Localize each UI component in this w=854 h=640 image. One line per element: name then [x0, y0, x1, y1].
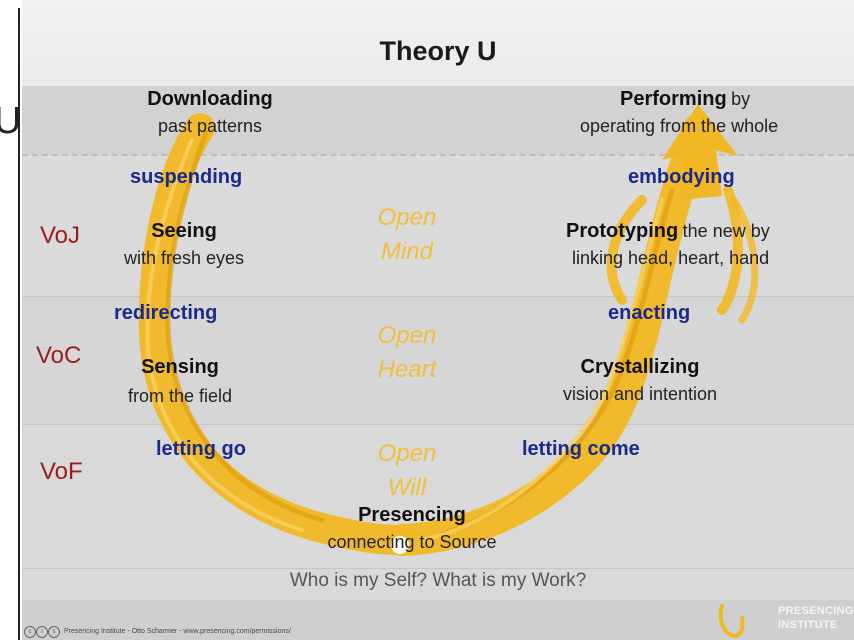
- transition-enacting: enacting: [608, 302, 691, 324]
- transition-letting-come: letting come: [522, 438, 640, 460]
- dashed-divider: [22, 154, 854, 156]
- stage-presencing-title: Presencing: [358, 504, 466, 526]
- stage-prototyping-title: Prototyping: [566, 220, 679, 242]
- stage-prototyping-subtitle: linking head, heart, hand: [572, 248, 770, 268]
- stage-seeing-subtitle: with fresh eyes: [123, 248, 245, 268]
- band-divider-2: [22, 424, 854, 425]
- attribution-icon: i: [36, 626, 48, 638]
- left-margin: [0, 0, 22, 640]
- voice-of-fear: VoF: [40, 458, 83, 485]
- stage-downloading-subtitle: past patterns: [157, 116, 263, 136]
- stage-performing-subtitle: operating from the whole: [580, 116, 779, 136]
- left-divider: [18, 8, 20, 640]
- title-band: [22, 0, 854, 86]
- footer-bar: [22, 600, 854, 640]
- voice-of-judgment: VoJ: [40, 222, 81, 249]
- stage-performing-title: Performing: [620, 88, 727, 110]
- transition-redirecting: redirecting: [114, 302, 218, 324]
- stage-downloading-title: Downloading: [147, 88, 273, 110]
- stage-sensing-subtitle: from the field: [127, 386, 233, 406]
- transition-letting-go: letting go: [156, 438, 246, 460]
- open-mind-line2: Mind: [380, 238, 434, 265]
- stage-performing: Performing by: [620, 88, 750, 111]
- stage-presencing-subtitle: connecting to Source: [327, 532, 497, 552]
- question-line: Who is my Self? What is my Work?: [289, 570, 587, 591]
- stage-prototyping: Prototyping the new by: [566, 220, 770, 243]
- open-will-line2: Will: [387, 474, 427, 501]
- stage-sensing-title: Sensing: [141, 356, 219, 378]
- stage-seeing-title: Seeing: [151, 220, 217, 242]
- stage-crystallizing-subtitle: vision and intention: [562, 384, 718, 404]
- cc-icon: c: [24, 626, 36, 638]
- stage-prototyping-title-rest: the new by: [682, 221, 770, 241]
- noncommercial-icon: s: [48, 626, 60, 638]
- slide-title: Theory U: [379, 36, 497, 66]
- band-divider-3: [22, 568, 854, 569]
- transition-embodying: embodying: [628, 166, 735, 188]
- brand-line1: PRESENCING: [778, 605, 854, 617]
- theory-u-slide: Theory U Downloading past patterns: [22, 0, 854, 640]
- u-bottom-dot: [391, 536, 409, 554]
- u-arrow-right-stroke: [386, 114, 714, 556]
- left-partial-glyph: U: [0, 100, 22, 142]
- band-divider-1: [22, 296, 854, 297]
- stage-crystallizing-title: Crystallizing: [580, 356, 700, 378]
- presencing-logo-icon: [718, 604, 745, 639]
- transition-suspending: suspending: [130, 166, 243, 188]
- voice-of-cynicism: VoC: [36, 342, 82, 369]
- open-mind-line1: Open: [377, 204, 437, 231]
- open-will-line1: Open: [377, 440, 437, 467]
- stage-performing-title-rest: by: [731, 89, 751, 109]
- open-heart-line1: Open: [377, 322, 437, 349]
- brand-line2: INSTITUTE: [778, 619, 838, 631]
- u-arrow-graphic: [138, 104, 759, 556]
- u-arrow-head: [662, 104, 738, 200]
- brand-text: PRESENCING INSTITUTE: [778, 604, 854, 632]
- open-heart-line2: Heart: [377, 356, 437, 383]
- footer-credit: Presencing Institute - Otto Scharmer - w…: [64, 628, 291, 635]
